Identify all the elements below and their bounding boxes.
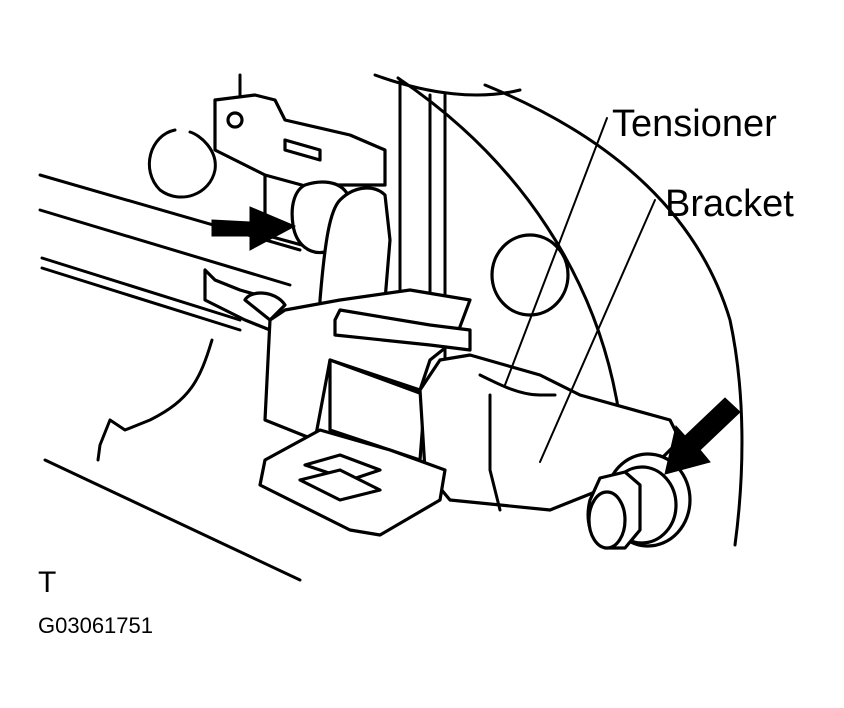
tensioner-leader-line: [504, 117, 608, 386]
hole-right: [490, 233, 570, 317]
upper-arrow-icon: [211, 206, 297, 251]
upper-bracket: [213, 93, 387, 252]
tensioner-label: Tensioner: [612, 103, 777, 145]
bracket-foot: [258, 428, 447, 537]
lower-arrow-icon: [664, 397, 741, 475]
lower-bolt: [586, 452, 692, 550]
figure-code: G03061751: [38, 613, 153, 638]
orientation-mark: T: [38, 566, 56, 599]
guide-rail: [203, 268, 287, 332]
hole-left: [147, 128, 217, 199]
bracket-leader-line: [539, 199, 656, 463]
bracket-label: Bracket: [665, 183, 794, 225]
